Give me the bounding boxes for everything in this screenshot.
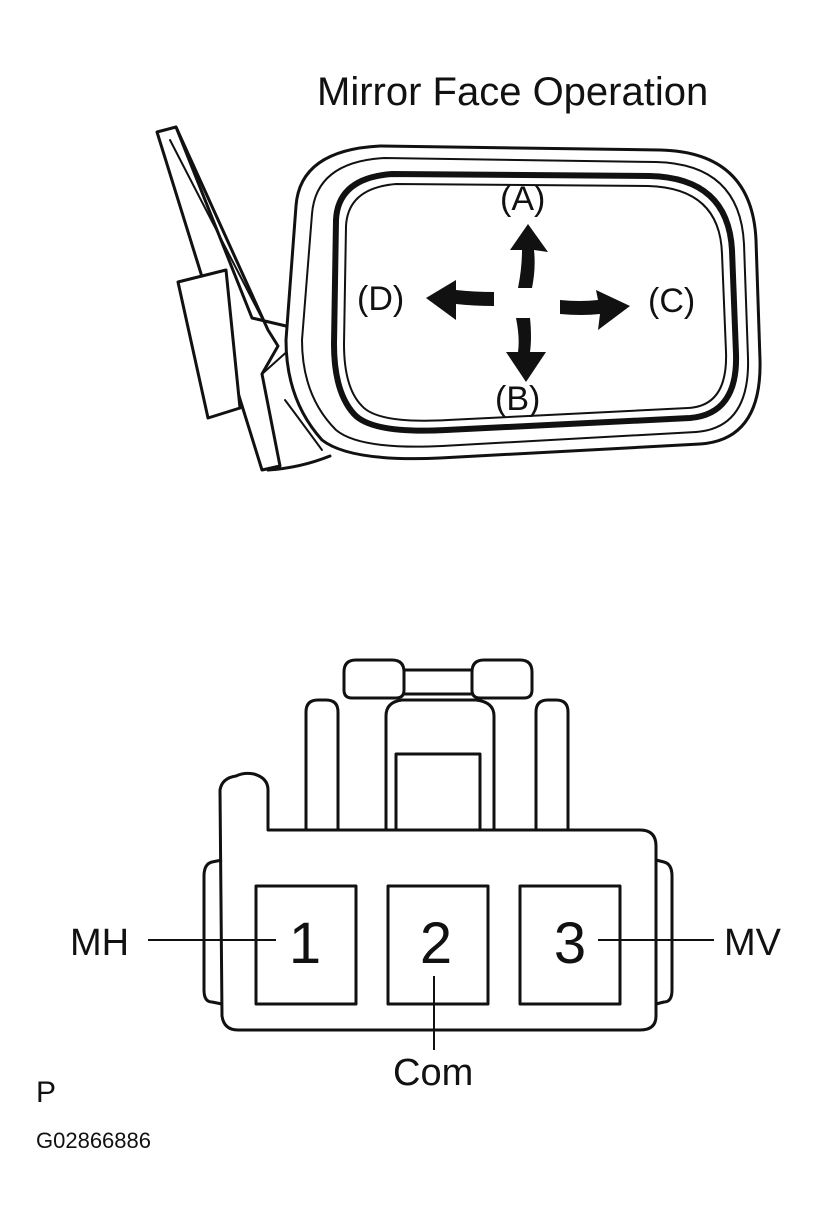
- mirror-housing: [284, 144, 762, 461]
- pin-signal-com: Com: [393, 1052, 474, 1094]
- direction-arrows: [426, 224, 630, 382]
- pin-cavity-3: [518, 884, 622, 1006]
- pin-signal-mh: MH: [70, 922, 130, 964]
- connector-illustration: [148, 658, 714, 1050]
- arrow-down-icon: [506, 318, 546, 382]
- connector-body: [218, 771, 658, 1032]
- pin-cavity-1: [254, 884, 358, 1006]
- connector-latch: [304, 658, 570, 834]
- pin-number-3: 3: [553, 911, 587, 976]
- pin-number-1: 1: [288, 911, 322, 976]
- pin-number-2: 2: [419, 911, 453, 976]
- mirror-mount-arm: [155, 125, 332, 472]
- diagram-title: Mirror Face Operation: [317, 70, 709, 114]
- arrow-right-icon: [560, 290, 630, 330]
- direction-label-d: (D): [357, 280, 405, 318]
- footer-marker: P: [36, 1076, 57, 1109]
- direction-label-a: (A): [500, 180, 546, 218]
- arrow-left-icon: [426, 280, 494, 320]
- arrow-up-icon: [510, 224, 548, 288]
- pin-cavity-2: [386, 884, 490, 1006]
- figure-code: G02866886: [36, 1128, 151, 1153]
- pin-signal-mv: MV: [724, 922, 781, 964]
- direction-label-c: (C): [648, 282, 696, 320]
- mirror-glass: [331, 171, 740, 434]
- direction-label-b: (B): [495, 380, 541, 418]
- mirror-illustration: [155, 125, 762, 472]
